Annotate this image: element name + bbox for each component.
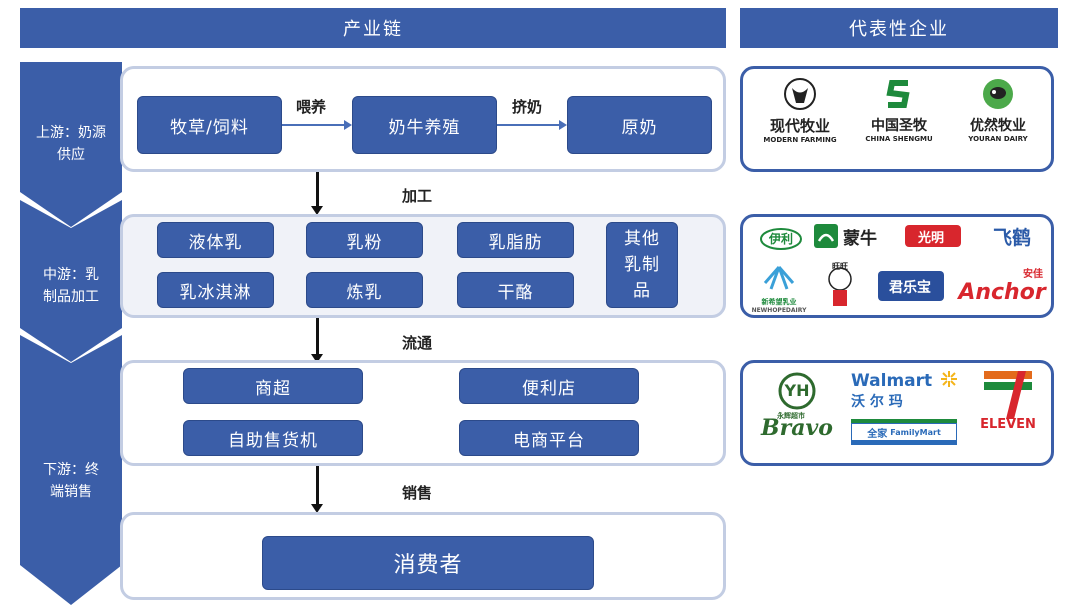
chevron-shape-icon (20, 200, 122, 362)
company-logo-youran: 优然牧业 YOURAN DAIRY (949, 77, 1047, 143)
company-logo-yili: 伊利 (751, 227, 811, 255)
company-logo-anchor: 安佳 Anchor (955, 265, 1049, 305)
milking-arrow-line (497, 124, 559, 126)
dairy-farming-box: 奶牛养殖 (352, 96, 497, 154)
company-logo-walmart: Walmart 沃 尔 玛 (851, 371, 957, 411)
stage-label: 制品加工 (43, 289, 99, 305)
chain-header: 产业链 (20, 8, 726, 48)
edge-label-milking: 挤奶 (512, 98, 543, 116)
bright-icon (905, 225, 961, 247)
company-logo-junlebao: 君乐宝 (877, 271, 947, 307)
company-logo-newhope: 新希望乳业 NEWHOPEDAIRY (749, 263, 809, 314)
stage-upstream-chevron: 上游：奶源供应 (20, 62, 122, 227)
green-s-icon (886, 80, 910, 108)
flow-label-distribution: 流通 (402, 334, 433, 352)
channel-box-supermarket: 商超 (183, 368, 363, 404)
yh-icon (778, 372, 816, 410)
company-logo-mengniu: 蒙牛 (813, 223, 897, 249)
company-logo-feihe: 飞鹤 (975, 223, 1049, 250)
companies-header: 代表性企业 (740, 8, 1058, 48)
channel-box-convenience: 便利店 (459, 368, 639, 404)
upstream-companies-panel: 现代牧业 MODERN FARMING 中国圣牧 CHINA SHENGMU 优… (740, 66, 1054, 172)
flow-arrow-line (316, 172, 319, 208)
mengniu-icon (814, 224, 838, 248)
bravo-icon: Bravo (761, 415, 833, 441)
product-box: 乳冰淇淋 (157, 272, 274, 308)
channel-box-vending: 自助售货机 (183, 420, 363, 456)
stage-label: 端销售 (50, 484, 92, 500)
milking-arrow-head-icon (559, 120, 567, 130)
yili-icon (760, 228, 802, 250)
stage-label: 下游：终 (43, 462, 99, 478)
feihe-icon: 飞鹤 (992, 227, 1031, 249)
product-box: 乳粉 (306, 222, 423, 258)
flow-arrow-head-icon (311, 206, 323, 215)
company-logo-familymart: 全家 FamilyMart (851, 419, 957, 445)
flow-arrow-head-icon (311, 354, 323, 363)
feed-arrow-head-icon (344, 120, 352, 130)
familymart-cn-label: 全家 (867, 428, 888, 440)
feed-arrow-line (282, 124, 344, 126)
company-logo-bright: 光明 (903, 225, 967, 253)
company-logo-seven-eleven: 7 ELEVEN (969, 369, 1047, 432)
junlebao-icon (878, 271, 944, 301)
stage-label: 中游：乳 (43, 267, 99, 283)
other-dairy-label: 品 (633, 281, 651, 301)
cow-globe-icon (983, 79, 1013, 109)
company-logo-yonghui: YH Bravo 永辉超市 (751, 371, 843, 441)
stage-midstream-chevron: 中游：乳制品加工 (20, 200, 122, 362)
product-box: 液体乳 (157, 222, 274, 258)
familymart-icon (851, 419, 957, 423)
other-dairy-label: 乳制 (624, 255, 660, 275)
downstream-companies-panel: YH Bravo 永辉超市 Walmart 沃 尔 玛 全家 FamilyMar… (740, 360, 1054, 466)
other-dairy-box: 其他 乳制 品 (606, 222, 678, 308)
product-box: 乳脂肪 (457, 222, 574, 258)
bull-head-icon (784, 78, 816, 110)
flow-label-sales: 销售 (402, 484, 433, 502)
chevron-shape-icon (20, 335, 122, 605)
company-logo-shengmu: 中国圣牧 CHINA SHENGMU (851, 77, 947, 143)
forage-box: 牧草/饲料 (137, 96, 282, 154)
raw-milk-box: 原奶 (567, 96, 712, 154)
product-box: 炼乳 (306, 272, 423, 308)
flow-arrow-line (316, 466, 319, 506)
product-box: 干酪 (457, 272, 574, 308)
flow-arrow-line (316, 318, 319, 356)
flow-arrow-head-icon (311, 504, 323, 513)
walmart-spark-icon (941, 371, 957, 387)
consumer-box: 消费者 (262, 536, 594, 590)
newhope-icon (763, 266, 795, 290)
company-logo-modern-farming: 现代牧业 MODERN FARMING (751, 77, 849, 144)
stage-label: 供应 (57, 147, 85, 163)
stage-downstream-chevron: 下游：终端销售 (20, 335, 122, 605)
other-dairy-label: 其他 (624, 229, 660, 249)
familymart-en-label: FamilyMart (890, 427, 941, 437)
company-logo-wangwang: 旺旺 (813, 262, 867, 313)
seven-eleven-icon (984, 371, 1032, 419)
midstream-companies-panel: 伊利 蒙牛 光明 飞鹤 新希望乳业 NEWHOPEDAIRY 旺旺 君乐宝 安佳… (740, 214, 1054, 318)
chevron-shape-icon (20, 62, 122, 227)
channel-box-ecommerce: 电商平台 (459, 420, 639, 456)
anchor-icon: Anchor (958, 280, 1046, 305)
flow-label-processing: 加工 (402, 187, 433, 205)
wangwang-icon (828, 267, 852, 306)
edge-label-feed: 喂养 (296, 98, 327, 116)
stage-label: 上游：奶源 (36, 125, 106, 141)
